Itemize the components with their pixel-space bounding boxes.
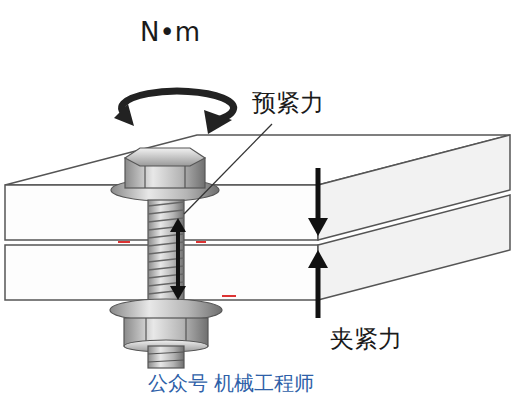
watermark: 公众号 机械工程师 [148, 372, 314, 394]
arrow-tail [114, 104, 134, 126]
preload-label: 预紧力 [252, 90, 324, 116]
arrow-head [204, 110, 232, 134]
torque-unit: N•m [140, 18, 200, 47]
nut [110, 299, 222, 368]
clamp-arrows [308, 168, 328, 318]
preload-arrow [170, 218, 186, 300]
lower-plate-side [318, 195, 510, 300]
clamp-force-label: 夹紧力 [330, 326, 402, 352]
leader-line [184, 124, 272, 214]
torque-arrow [114, 91, 234, 134]
plates [5, 135, 510, 300]
bolt-head [111, 148, 219, 201]
